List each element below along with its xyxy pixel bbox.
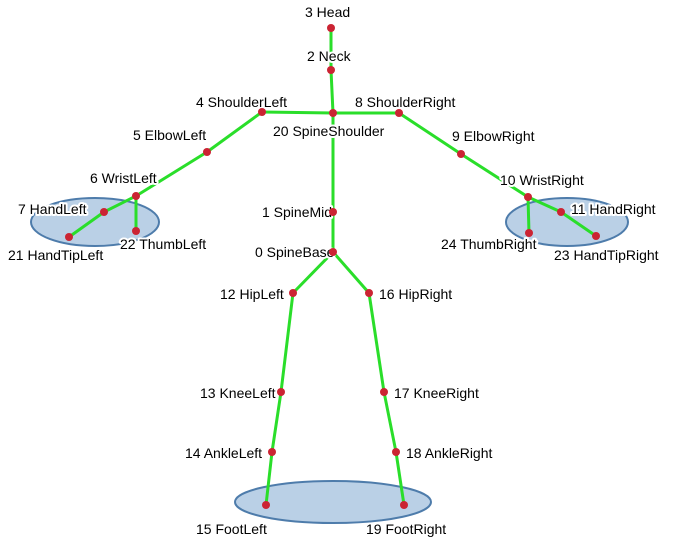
bone-knee-left-to-ankle-left	[270, 390, 283, 454]
joint-dot-hand-tip-left	[65, 233, 73, 241]
bone-wrist-left-to-hand-left	[102, 194, 138, 214]
joint-dot-neck	[327, 66, 335, 74]
label-hip-right: 16 HipRight	[379, 286, 452, 302]
bone-ankle-right-to-foot-right	[394, 450, 406, 507]
bone-hand-left-to-hand-tip-left	[67, 210, 106, 239]
label-shoulder-right: 8 ShoulderRight	[355, 94, 456, 110]
label-elbow-left: 5 ElbowLeft	[133, 127, 206, 143]
label-hip-left: 12 HipLeft	[220, 286, 284, 302]
joint-dot-spine-mid	[329, 208, 337, 216]
joint-dot-spine-base	[329, 248, 337, 256]
joint-dot-hand-right	[557, 208, 565, 216]
bones-layer	[67, 26, 598, 507]
label-knee-right: 17 KneeRight	[394, 385, 479, 401]
joint-dot-thumb-left	[132, 227, 140, 235]
label-hand-right: 11 HandRight	[571, 201, 656, 217]
label-thumb-right: 24 ThumbRight	[441, 236, 537, 252]
left-hand-region-ellipse	[30, 197, 160, 247]
joint-dot-ankle-left	[268, 448, 276, 456]
bone-elbow-right-to-wrist-right	[459, 152, 530, 199]
bone-wrist-right-to-thumb-right	[526, 195, 531, 235]
label-wrist-right: 10 WristRight	[500, 172, 584, 188]
label-hand-left: 7 HandLeft	[18, 201, 87, 217]
label-shoulder-left: 4 ShoulderLeft	[196, 94, 287, 110]
joint-dot-wrist-left	[132, 192, 140, 200]
label-hand-tip-left: 21 HandTipLeft	[8, 247, 103, 263]
label-ankle-left: 14 AnkleLeft	[185, 445, 262, 461]
label-spine-base: 0 SpineBase	[255, 244, 335, 260]
label-foot-right: 19 FootRight	[366, 521, 446, 537]
joint-dot-thumb-right	[525, 229, 533, 237]
bone-spine-shoulder-to-shoulder-left	[260, 110, 335, 115]
bone-ankle-left-to-foot-left	[264, 450, 274, 507]
bone-hip-right-to-knee-right	[367, 291, 386, 394]
label-spine-shoulder: 20 SpineShoulder	[273, 123, 385, 139]
joint-labels-layer: 3 Head 2 Neck 4 ShoulderLeft 8 ShoulderRigh…	[6, 2, 661, 539]
joint-dot-knee-right	[380, 388, 388, 396]
joint-dot-foot-left	[262, 501, 270, 509]
joint-dot-hand-left	[100, 208, 108, 216]
joint-dot-hip-right	[365, 289, 373, 297]
bone-shoulder-right-to-elbow-right	[397, 111, 463, 156]
joint-dot-elbow-right	[457, 150, 465, 158]
joint-dot-ankle-right	[392, 448, 400, 456]
bone-hand-right-to-hand-tip-right	[559, 210, 598, 238]
joint-dot-knee-left	[277, 388, 285, 396]
joint-dot-spine-shoulder	[329, 109, 337, 117]
bone-spine-base-to-hip-left	[291, 250, 335, 295]
label-ankle-right: 18 AnkleRight	[406, 445, 493, 461]
label-neck: 2 Neck	[307, 48, 352, 64]
joint-dot-elbow-left	[203, 148, 211, 156]
bone-spine-base-to-hip-right	[331, 250, 371, 295]
joint-dot-foot-right	[400, 501, 408, 509]
label-wrist-left: 6 WristLeft	[90, 170, 157, 186]
joint-dots-layer	[65, 24, 600, 509]
label-spine-mid: 1 SpineMid	[262, 204, 332, 220]
label-knee-left: 13 KneeLeft	[200, 385, 276, 401]
bone-shoulder-left-to-elbow-left	[205, 110, 264, 154]
joint-dot-hand-tip-right	[592, 232, 600, 240]
bone-knee-right-to-ankle-right	[382, 390, 398, 454]
label-elbow-right: 9 ElbowRight	[452, 128, 535, 144]
joint-dot-shoulder-right	[395, 109, 403, 117]
label-hand-tip-right: 23 HandTipRight	[554, 247, 659, 263]
joint-dot-shoulder-left	[258, 108, 266, 116]
label-foot-left: 15 FootLeft	[196, 521, 267, 537]
bone-wrist-right-to-hand-right	[526, 195, 563, 214]
joint-dot-wrist-right	[524, 193, 532, 201]
joint-dot-head	[327, 24, 335, 32]
feet-region-ellipse	[234, 480, 432, 524]
bone-hip-left-to-knee-left	[279, 291, 295, 394]
joint-dot-hip-left	[289, 289, 297, 297]
bone-neck-to-spine-shoulder	[329, 68, 335, 115]
label-head: 3 Head	[305, 4, 350, 20]
bone-elbow-left-to-wrist-left	[134, 150, 209, 198]
label-thumb-left: 22 ThumbLeft	[120, 236, 206, 252]
